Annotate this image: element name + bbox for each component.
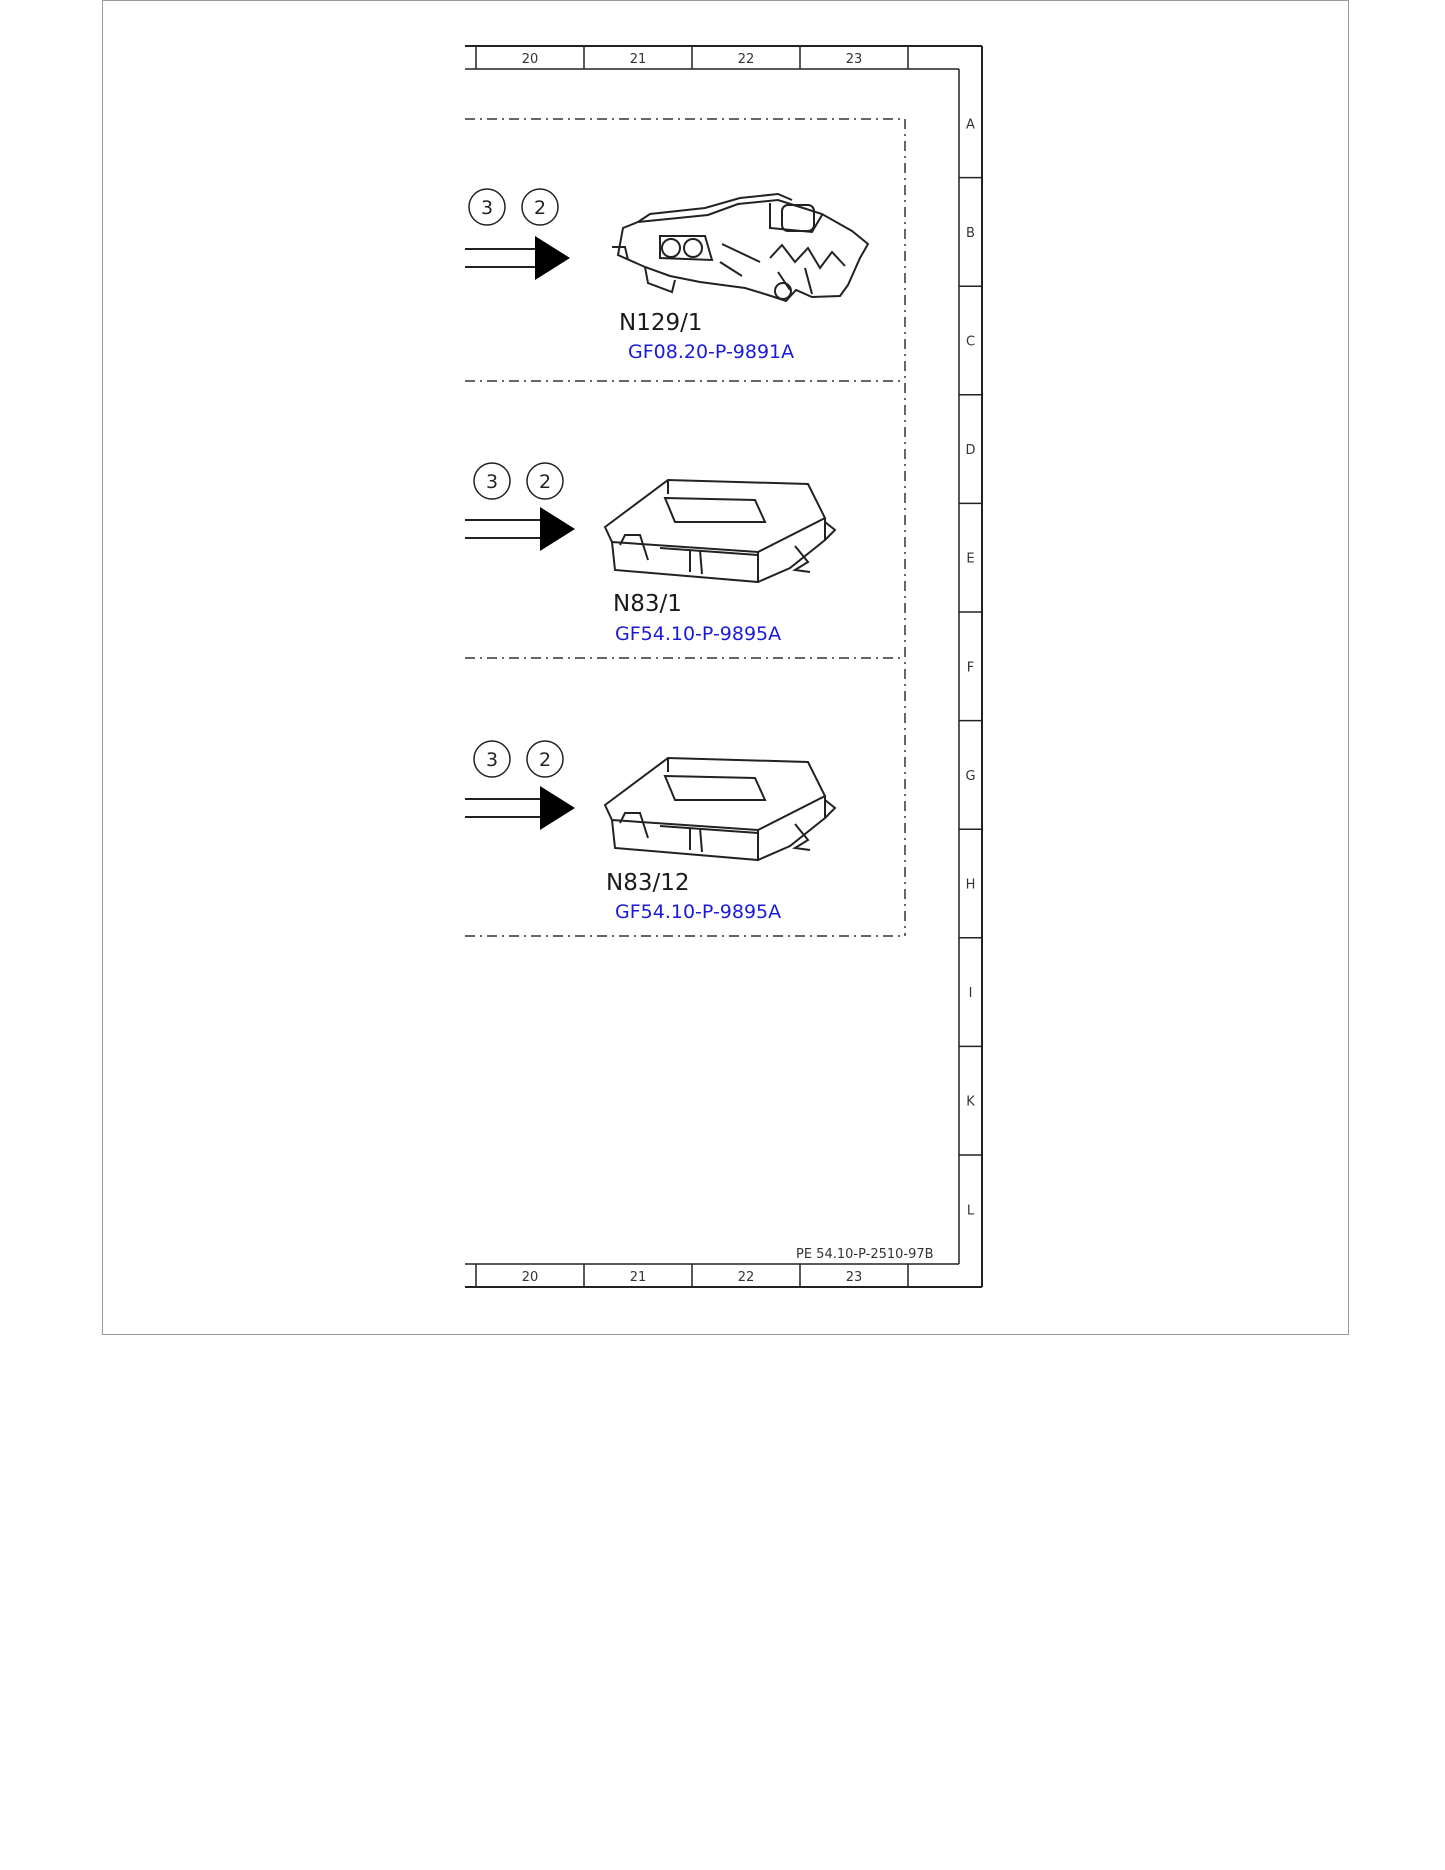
control-module-icon (603, 756, 837, 862)
row-index-label: K (966, 1095, 975, 1110)
row-index-label: C (966, 335, 975, 350)
column-index-label: 20 (522, 52, 539, 67)
connection-markers: 3 2 (473, 462, 564, 500)
arrow-connector (465, 236, 570, 280)
row-index-label: E (966, 552, 974, 567)
row-index-label: B (966, 226, 975, 241)
page-border (102, 0, 1349, 1335)
row-index-right: A B C D E F G H I K L (959, 117, 982, 1218)
transmission-control-unit-icon (612, 192, 870, 303)
row-index-label: L (967, 1203, 975, 1218)
row-index-label: G (965, 769, 975, 784)
row-index-label: H (966, 878, 976, 893)
component-label: N83/1 (613, 591, 682, 617)
component-label: N83/12 (606, 870, 690, 896)
marker-label: 3 (481, 197, 493, 219)
drawing-frame (465, 45, 983, 1288)
connection-markers: 3 2 (468, 188, 559, 226)
section-boundaries (465, 118, 906, 937)
row-index-label: D (965, 443, 975, 458)
control-module-icon (603, 478, 837, 584)
arrow-connector (465, 507, 575, 551)
column-index-label: 23 (846, 1270, 863, 1285)
column-index-label: 22 (738, 52, 755, 67)
column-index-label: 20 (522, 1270, 539, 1285)
component-n129-1: 3 2 N129/1 GF08.20-P-9891A (465, 188, 870, 363)
component-n83-12: 3 2 N83/12 GF54.10-P-9895A (465, 740, 837, 923)
marker-label: 3 (486, 471, 498, 493)
marker-label: 2 (539, 749, 551, 771)
row-index-label: A (966, 117, 975, 132)
column-index-label: 23 (846, 52, 863, 67)
component-reference-link[interactable]: GF08.20-P-9891A (628, 341, 794, 363)
arrow-connector (465, 786, 575, 830)
document-id: PE 54.10-P-2510-97B (796, 1247, 934, 1262)
connection-markers: 3 2 (473, 740, 564, 778)
column-index-label: 22 (738, 1270, 755, 1285)
row-index-label: I (969, 986, 973, 1001)
column-index-label: 21 (630, 1270, 647, 1285)
component-reference-link[interactable]: GF54.10-P-9895A (615, 623, 781, 645)
marker-label: 3 (486, 749, 498, 771)
marker-label: 2 (534, 197, 546, 219)
row-index-label: F (967, 660, 974, 675)
column-index-label: 21 (630, 52, 647, 67)
marker-label: 2 (539, 471, 551, 493)
column-index-bottom: 20 21 22 23 (475, 1264, 909, 1287)
component-label: N129/1 (619, 310, 703, 336)
component-n83-1: 3 2 N83/1 GF54.10-P-9895A (465, 462, 837, 645)
column-index-top: 20 21 22 23 (475, 46, 909, 69)
component-reference-link[interactable]: GF54.10-P-9895A (615, 901, 781, 923)
